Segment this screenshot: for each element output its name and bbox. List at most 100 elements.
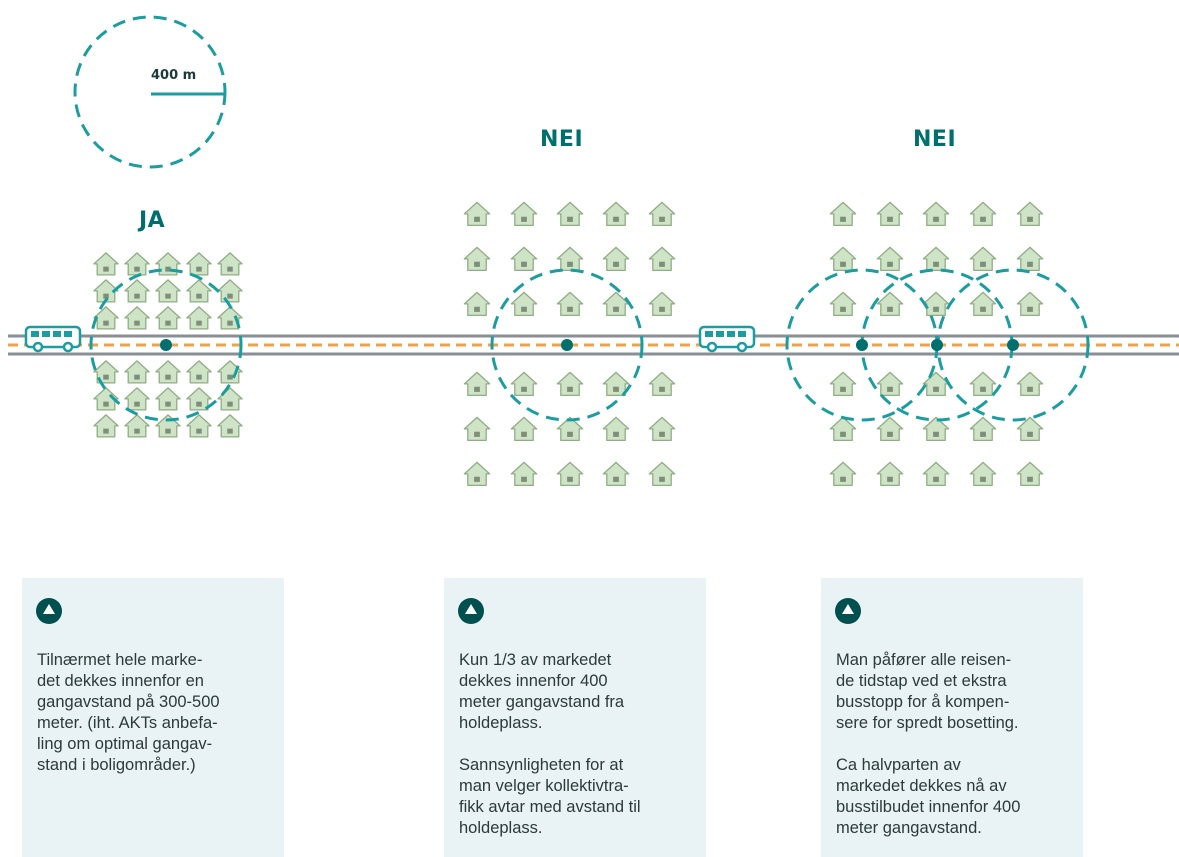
house-icon [93, 414, 119, 438]
info-triangle-icon [458, 598, 484, 624]
heading-nei-1: NEI [540, 127, 584, 152]
house-icon [93, 279, 119, 303]
house-icon [124, 387, 150, 411]
house-icon [124, 360, 150, 384]
house-icon [922, 291, 950, 316]
house-icon [510, 291, 538, 316]
house-icon [93, 252, 119, 276]
house-icon [969, 246, 997, 271]
info-card-ja: Tilnærmet hele marke- det dekkes innenfo… [22, 578, 284, 857]
house-icon [648, 201, 676, 226]
card-text: Man påfører alle reisen- de tidstap ved … [836, 651, 1021, 837]
house-icon [217, 252, 243, 276]
house-icon [969, 416, 997, 441]
house-icon [556, 246, 584, 271]
house-icon [510, 371, 538, 396]
house-icon [922, 461, 950, 486]
house-icon [922, 201, 950, 226]
bus-icon [24, 325, 82, 353]
bus-stop-icon [160, 339, 172, 351]
house-icon [155, 387, 181, 411]
house-icon [602, 416, 630, 441]
house-icon [1016, 371, 1044, 396]
catchment-circle [89, 268, 243, 422]
bus-stops [160, 339, 1019, 351]
house-icon [556, 461, 584, 486]
info-triangle-icon [835, 598, 861, 624]
house-icon [124, 306, 150, 330]
info-card-nei-1: Kun 1/3 av markedet dekkes innenfor 400 … [444, 578, 706, 857]
house-icon [876, 246, 904, 271]
house-icon [829, 461, 857, 486]
house-icon [648, 416, 676, 441]
house-icon [463, 291, 491, 316]
house-icon [1016, 201, 1044, 226]
house-icon [556, 291, 584, 316]
scale-circle [73, 15, 227, 169]
house-icon [1016, 461, 1044, 486]
house-icon [463, 371, 491, 396]
house-icon [155, 279, 181, 303]
card-text: Kun 1/3 av markedet dekkes innenfor 400 … [459, 651, 641, 837]
house-icon [510, 246, 538, 271]
bus-stop-icon [1007, 339, 1019, 351]
house-icon [217, 279, 243, 303]
house-icon [186, 414, 212, 438]
house-icon [217, 414, 243, 438]
house-icon [602, 246, 630, 271]
buses [24, 325, 756, 353]
house-icon [876, 461, 904, 486]
bus-stop-icon [856, 339, 868, 351]
house-icon [124, 414, 150, 438]
house-icon [217, 387, 243, 411]
house-icon [602, 201, 630, 226]
house-icon [155, 360, 181, 384]
house-icon [463, 246, 491, 271]
house-icon [463, 461, 491, 486]
house-icon [876, 201, 904, 226]
houses [93, 201, 1044, 486]
house-icon [969, 461, 997, 486]
house-icon [93, 360, 119, 384]
house-icon [602, 291, 630, 316]
heading-ja: JA [139, 208, 166, 233]
house-icon [969, 371, 997, 396]
house-icon [876, 291, 904, 316]
bus-stop-icon [931, 339, 943, 351]
house-icon [510, 416, 538, 441]
house-icon [510, 461, 538, 486]
house-icon [876, 371, 904, 396]
house-icon [556, 371, 584, 396]
house-icon [829, 291, 857, 316]
house-icon [93, 306, 119, 330]
house-icon [829, 201, 857, 226]
house-icon [186, 252, 212, 276]
house-icon [186, 360, 212, 384]
scale-label: 400 m [151, 68, 197, 83]
house-icon [1016, 416, 1044, 441]
house-icon [922, 246, 950, 271]
house-icon [217, 360, 243, 384]
house-icon [648, 371, 676, 396]
house-icon [1016, 291, 1044, 316]
house-icon [1016, 246, 1044, 271]
info-triangle-icon [36, 598, 62, 624]
house-icon [602, 371, 630, 396]
house-icon [969, 291, 997, 316]
house-icon [556, 201, 584, 226]
bus-stop-icon [561, 339, 573, 351]
info-card-nei-2: Man påfører alle reisen- de tidstap ved … [821, 578, 1083, 857]
house-icon [922, 371, 950, 396]
house-icon [463, 201, 491, 226]
house-icon [186, 279, 212, 303]
house-icon [969, 201, 997, 226]
heading-nei-2: NEI [913, 127, 957, 152]
card-text: Tilnærmet hele marke- det dekkes innenfo… [37, 651, 220, 774]
house-icon [829, 371, 857, 396]
house-icon [186, 387, 212, 411]
bus-icon [698, 325, 756, 353]
house-icon [648, 461, 676, 486]
house-icon [124, 252, 150, 276]
catchment-circle [490, 268, 644, 422]
